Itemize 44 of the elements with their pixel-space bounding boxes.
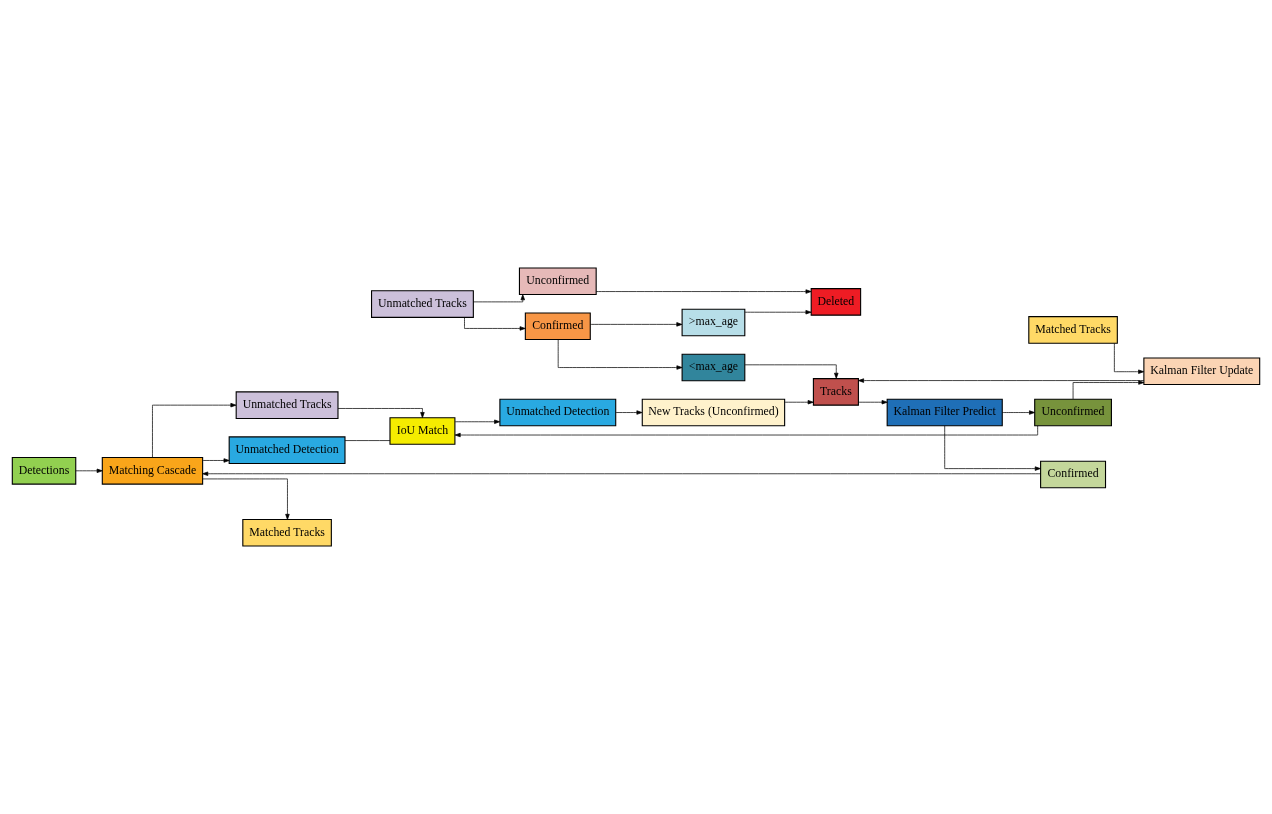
arrow [1001, 410, 1035, 415]
arrow [473, 294, 525, 303]
node-box: <max_age [681, 353, 746, 382]
node-box: Matching Cascade [101, 456, 204, 485]
node-box: Deleted [810, 288, 862, 316]
arrow [858, 400, 888, 405]
arrow [152, 403, 237, 458]
arrow [744, 310, 812, 315]
arrow [858, 378, 1145, 383]
node-box: New Tracks (Unconfirmed) [641, 398, 786, 427]
arrow [944, 425, 1041, 471]
arrow [454, 425, 1039, 438]
node-box: >max_age [681, 308, 746, 337]
arrow [464, 317, 526, 331]
node-box: Kalman Filter Update [1143, 357, 1261, 386]
node-box: Unmatched Detection [499, 398, 617, 427]
node-box: Detections [11, 456, 77, 485]
arrow [337, 408, 425, 418]
node-box: Matched Tracks [1028, 316, 1118, 344]
arrow [202, 458, 230, 463]
arrow [615, 410, 643, 415]
arrow [1072, 380, 1145, 400]
arrow [202, 478, 290, 520]
node-box: Unmatched Tracks [235, 391, 339, 419]
node-box: Confirmed [1040, 460, 1107, 489]
arrow [590, 322, 683, 327]
node-box: Matched Tracks [242, 518, 332, 547]
arrow [784, 400, 814, 405]
node-box: Tracks [812, 378, 859, 406]
node-box: Unmatched Detection [228, 436, 346, 464]
arrow [557, 339, 683, 370]
node-box: Unconfirmed [1034, 398, 1112, 427]
arrow [202, 471, 1041, 476]
arrow [1114, 343, 1145, 374]
arrow [595, 289, 812, 294]
node-box: Unconfirmed [518, 267, 597, 296]
node-box: IoU Match [389, 417, 456, 445]
arrow [454, 419, 501, 424]
node-box: Confirmed [524, 312, 591, 341]
connector [344, 440, 391, 441]
node-box: Unmatched Tracks [371, 290, 474, 318]
arrow [75, 468, 103, 473]
node-box: Kalman Filter Predict [886, 398, 1003, 427]
arrow [744, 364, 839, 379]
